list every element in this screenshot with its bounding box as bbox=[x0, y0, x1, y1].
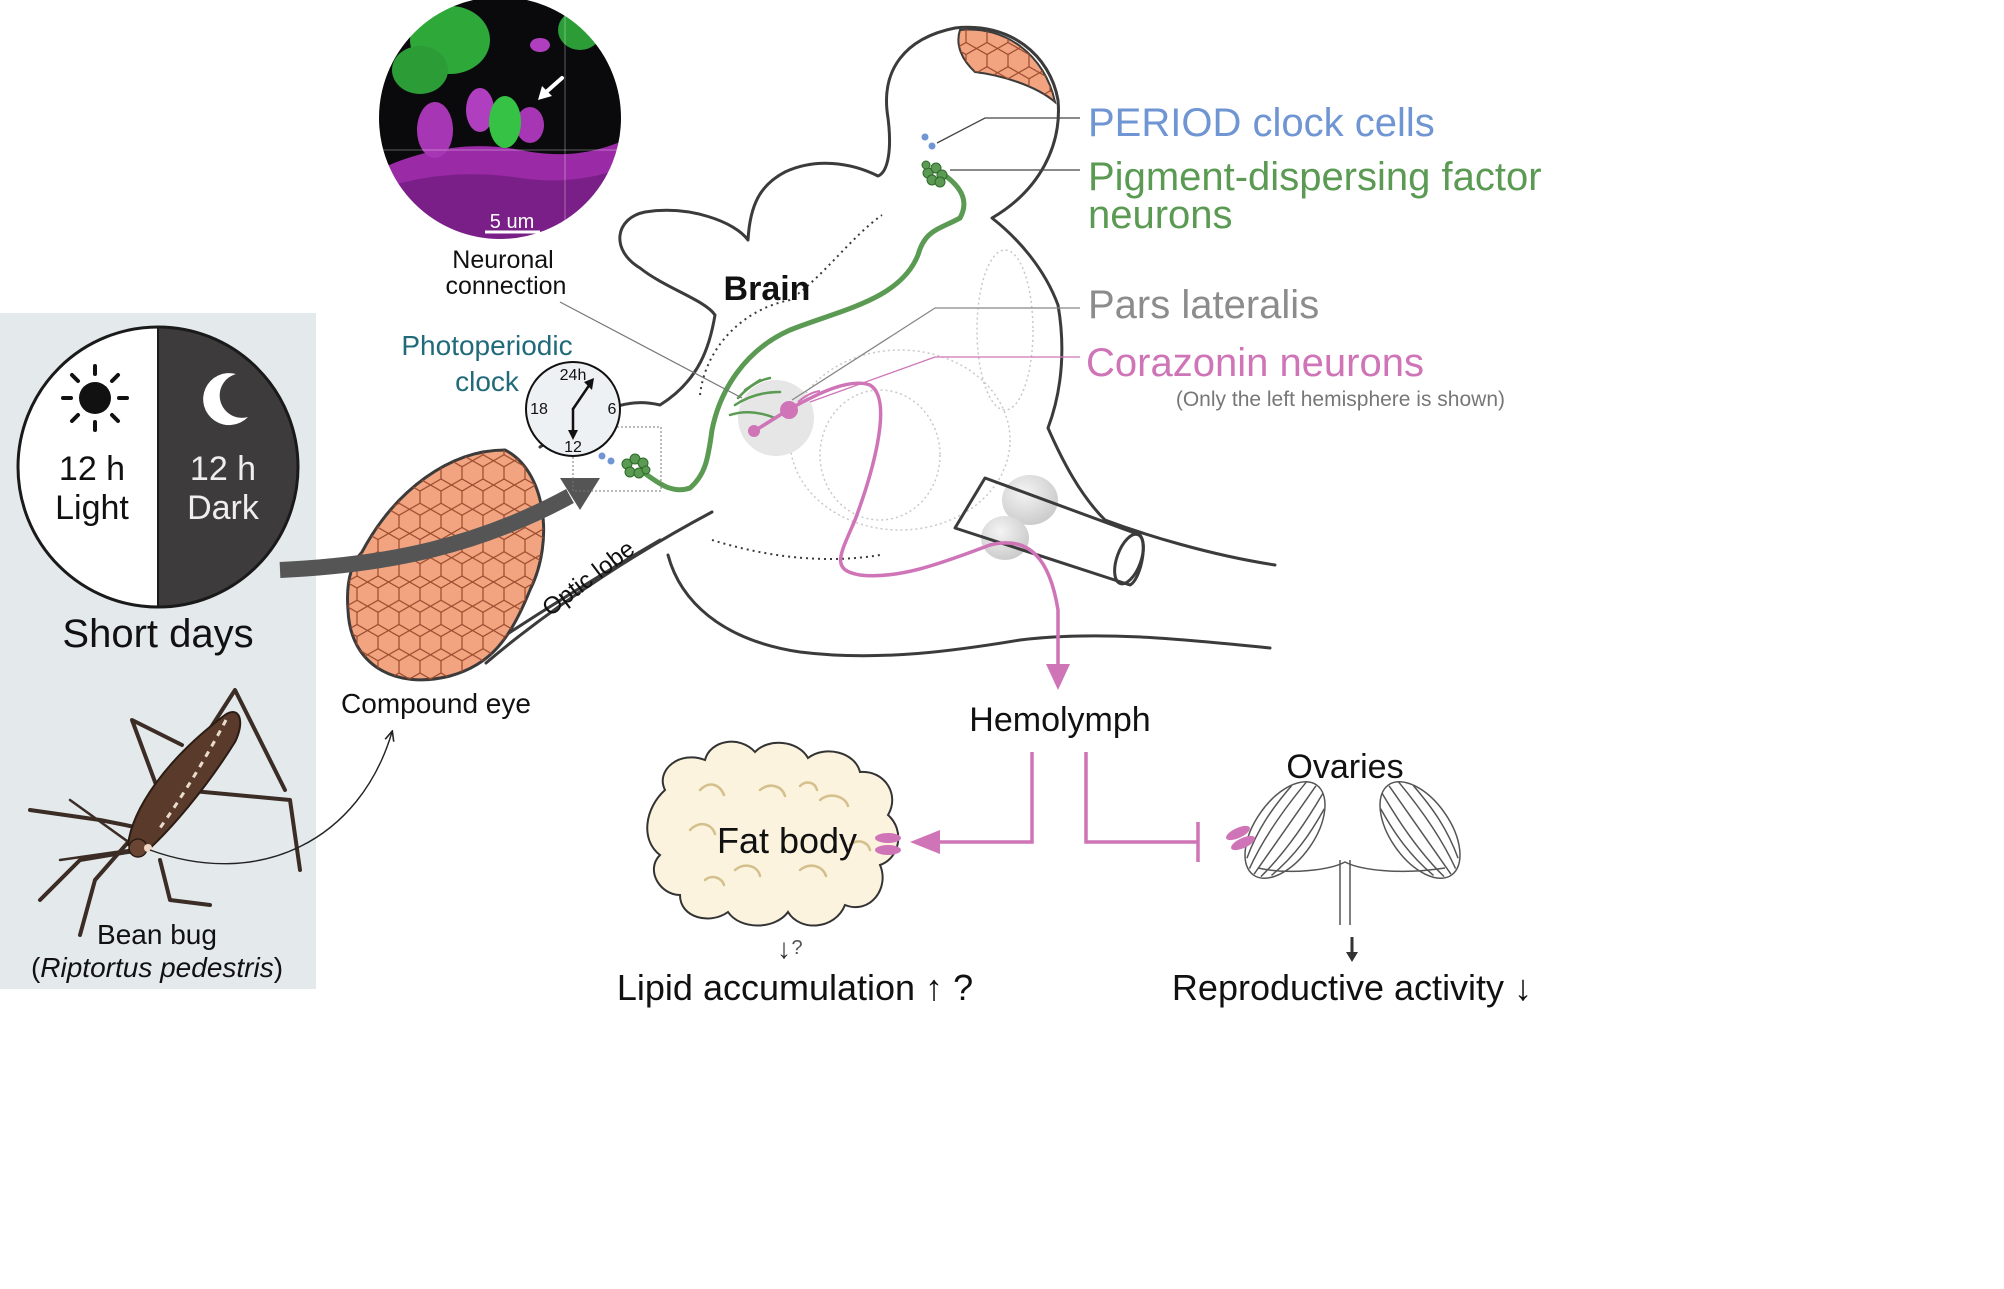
period-cells-optic bbox=[598, 452, 615, 465]
pdf-neuron-projection bbox=[637, 169, 967, 493]
clock-tick-18: 18 bbox=[530, 401, 548, 418]
sun-icon bbox=[61, 364, 129, 432]
bean-bug-illustration bbox=[28, 688, 302, 937]
short-days-title: Short days bbox=[62, 612, 253, 656]
corazonin-soma-large bbox=[780, 401, 798, 419]
legend-period: PERIOD clock cells bbox=[1088, 101, 1435, 145]
brain-label: Brain bbox=[724, 270, 811, 308]
fat-body-label: Fat body bbox=[717, 820, 857, 861]
connection-pointer bbox=[559, 301, 743, 399]
corazonin-soma-small bbox=[748, 425, 760, 437]
circadian-diagram: 12 h Light 12 h Dark Short days Bean bug… bbox=[0, 0, 1542, 1008]
fat-body-question: ? bbox=[791, 937, 802, 959]
confocal-micrograph bbox=[378, 0, 622, 240]
photoperiodic-clock-line1: Photoperiodic bbox=[401, 330, 572, 361]
light-input-arrow bbox=[279, 488, 574, 578]
legend-leader-lines bbox=[791, 117, 1080, 403]
reproductive-activity: Reproductive activity ↓ bbox=[1172, 967, 1532, 1008]
fat-body-arrowhead bbox=[910, 830, 940, 854]
clock-tick-6: 6 bbox=[608, 401, 617, 418]
period-cells-top bbox=[921, 133, 936, 150]
bug-name: Bean bug bbox=[97, 919, 217, 950]
pdf-cell-cluster-optic bbox=[621, 453, 651, 479]
corazonin-neuron-projection bbox=[786, 381, 1060, 670]
corpus-cardiacum-upper bbox=[1002, 475, 1058, 525]
fat-body-texture bbox=[688, 781, 872, 887]
legend-hemisphere-note: (Only the left hemisphere is shown) bbox=[1176, 388, 1505, 411]
light-dark-clock: 12 h Light 12 h Dark bbox=[16, 325, 300, 609]
neuronal-connection-line1: Neuronal bbox=[452, 246, 553, 274]
bug-to-eye-arrow bbox=[149, 732, 392, 865]
ovaries-illustration bbox=[1244, 781, 1461, 925]
fat-body-down-arrow: ↓ bbox=[777, 933, 791, 964]
neuronal-connection-line2: connection bbox=[446, 272, 567, 300]
moon-icon bbox=[203, 373, 248, 426]
ovary-receptor bbox=[1226, 825, 1255, 851]
legend-pars-lateralis: Pars lateralis bbox=[1088, 283, 1319, 327]
optic-lobe-label: Optic lobe bbox=[537, 535, 640, 622]
hemolymph-pathways bbox=[930, 752, 1200, 862]
bug-species: (Riptortus pedestris) bbox=[31, 952, 283, 983]
dark-hours: 12 h bbox=[190, 450, 256, 488]
photoperiodic-clock-line2: clock bbox=[455, 366, 520, 397]
pdf-terminal-branches bbox=[728, 376, 782, 420]
hemolymph-label: Hemolymph bbox=[969, 701, 1150, 739]
fat-body-receptor bbox=[875, 833, 901, 855]
light-word: Light bbox=[55, 489, 129, 527]
brain-internal-outlines bbox=[699, 214, 883, 561]
legend-pdf-line1: Pigment-dispersing factor bbox=[1088, 155, 1542, 199]
scale-bar-label: 5 um bbox=[490, 211, 534, 233]
lipid-accumulation: Lipid accumulation ↑ ? bbox=[617, 967, 973, 1008]
light-hours: 12 h bbox=[59, 450, 125, 488]
clock-tick-12: 12 bbox=[564, 439, 582, 456]
clock-tick-24: 24h bbox=[560, 367, 587, 384]
compound-eye-facets bbox=[347, 450, 544, 680]
compound-eye-label: Compound eye bbox=[341, 688, 531, 719]
photoperiodic-clock-face: 24h 6 12 18 bbox=[525, 361, 621, 457]
dark-half bbox=[158, 327, 298, 607]
legend-corazonin: Corazonin neurons bbox=[1086, 341, 1424, 385]
legend-pdf-line2: neurons bbox=[1088, 193, 1233, 237]
ovaries-label: Ovaries bbox=[1286, 748, 1403, 786]
neuropil-outlines bbox=[789, 249, 1034, 531]
pdf-cell-cluster-top bbox=[921, 160, 948, 188]
dark-word: Dark bbox=[187, 489, 260, 527]
fat-body bbox=[646, 740, 900, 927]
